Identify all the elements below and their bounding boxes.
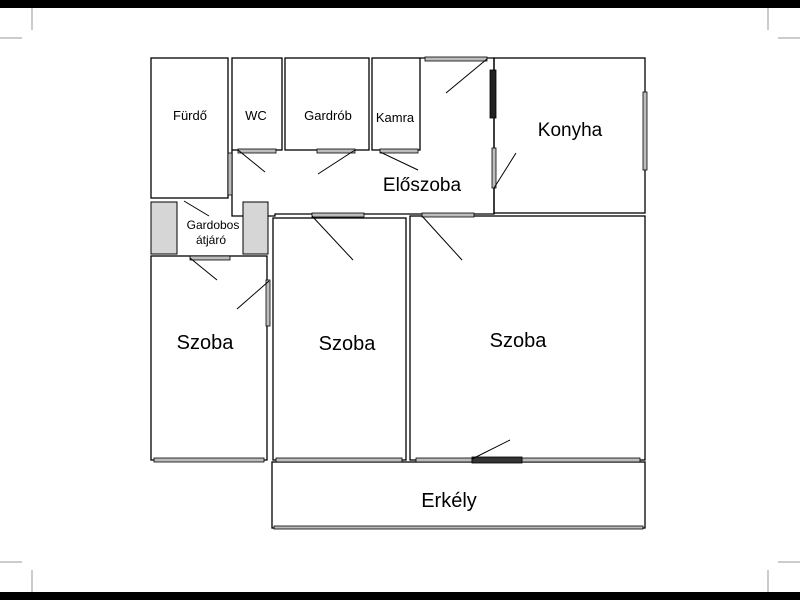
label-gardrob: Gardrób — [304, 108, 352, 123]
door-swings — [183, 58, 517, 460]
window-konyha — [642, 91, 648, 171]
paper-sheet — [0, 8, 800, 592]
label-gardobos-line1: Gardobos — [187, 218, 240, 232]
entry-door-dark — [489, 69, 497, 119]
label-szoba-left: Szoba — [177, 332, 235, 354]
window-erkely — [273, 525, 644, 530]
label-wc: WC — [245, 108, 267, 123]
window-szoba-right-b — [521, 457, 641, 463]
door-szoba-right — [421, 212, 475, 218]
door-szoba-left-side — [265, 279, 271, 327]
door-wc — [237, 148, 277, 154]
room-eloszoba — [231, 57, 495, 217]
label-szoba-right: Szoba — [490, 330, 548, 352]
window-szoba-right-a — [415, 457, 473, 463]
label-kamra: Kamra — [376, 110, 415, 125]
label-konyha: Konyha — [538, 120, 603, 141]
label-eloszoba: Előszoba — [383, 175, 462, 196]
label-erkely: Erkély — [421, 490, 477, 512]
label-furdo: Fürdő — [173, 108, 207, 123]
door-furdo — [227, 152, 233, 196]
door-konyha — [491, 147, 497, 189]
label-szoba-middle: Szoba — [319, 333, 377, 355]
door-kamra — [379, 148, 419, 154]
closet-right — [242, 201, 269, 255]
closet-left — [150, 201, 178, 255]
label-gardobos-line2: átjáró — [196, 233, 226, 247]
door-entrance — [424, 56, 488, 62]
door-szoba-middle — [311, 212, 365, 218]
crop-marks — [0, 8, 800, 592]
balcony-door-dark — [471, 456, 523, 464]
window-szoba-left — [153, 457, 265, 463]
window-szoba-middle — [275, 457, 403, 463]
room-furdo — [150, 57, 229, 199]
door-passage — [189, 255, 231, 261]
doors — [189, 56, 497, 327]
door-gardrob — [316, 148, 356, 154]
